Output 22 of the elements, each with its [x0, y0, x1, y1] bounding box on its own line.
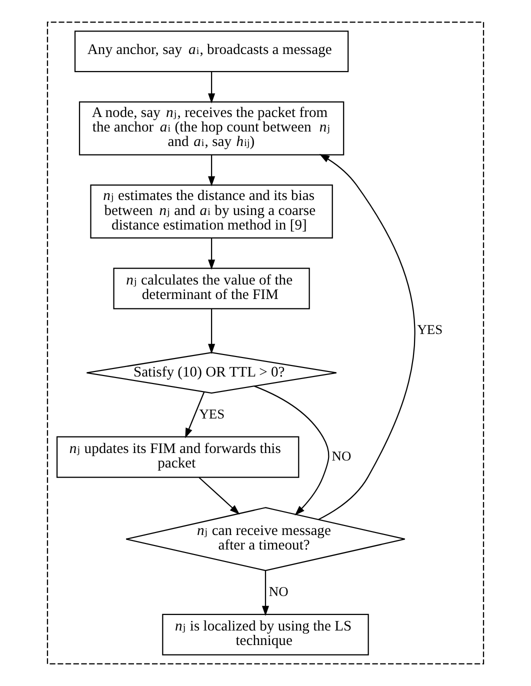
arrow [208, 155, 216, 186]
node-box: nj updates its FIM and forwards this packet [56, 436, 300, 478]
arrow [254, 386, 330, 516]
arrow [262, 570, 270, 616]
edge-label: YES [417, 322, 443, 338]
node-box: nj is localized by using the LS technique [162, 614, 369, 656]
arrow [318, 154, 416, 520]
node-diamond: nj can receive message after a timeout? [126, 507, 406, 572]
node-box: Any anchor, say ai, broadcasts a message [74, 30, 349, 72]
node-diamond: Satisfy (10) OR TTL > 0? [86, 352, 337, 394]
edge-label: NO [332, 448, 352, 464]
edge-label: YES [199, 406, 225, 422]
node-box: nj calculates the value of the determinant of the FIM [113, 268, 310, 310]
node-box: A node, say nj, receives the packet from the anchor ai (the hop count between nj and ai, say hij) [78, 101, 344, 156]
cluster [46, 22, 484, 664]
arrow [208, 72, 216, 104]
arrow [208, 238, 216, 270]
arrow [185, 392, 205, 438]
arrow [198, 477, 240, 515]
arrow [208, 309, 216, 354]
node-box: nj estimates the distance and its bias between nj and ai by using a coarse distance estimation method in [9] [90, 184, 333, 238]
edge-label: NO [268, 584, 288, 599]
